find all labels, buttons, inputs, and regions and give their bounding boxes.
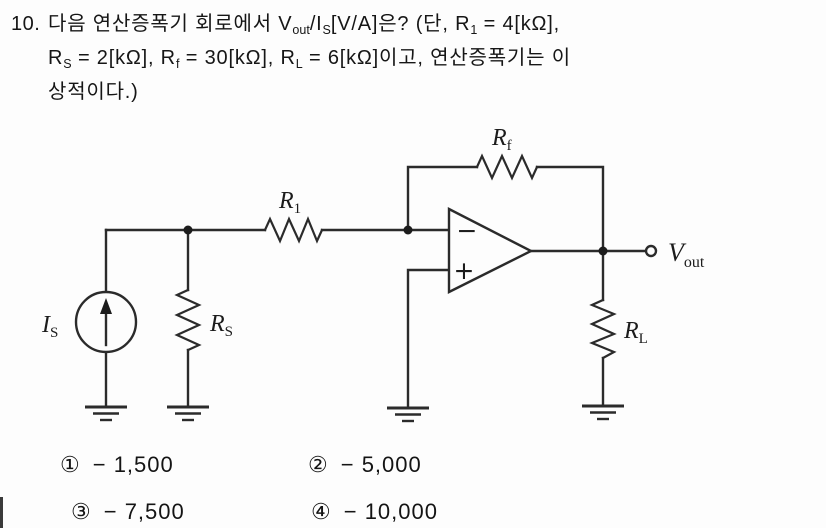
rl-label: RL [623,318,648,347]
junction-dot-output-node [598,246,608,256]
answer-option-4[interactable]: ④ − 10,000 [311,499,438,525]
option-1-marker: ① [60,452,80,477]
resistor-rl [589,298,617,360]
answer-option-2[interactable]: ② − 5,000 [308,452,422,478]
question-block: 10. 다음 연산증폭기 회로에서 Vout/IS[V/A]은? (단, R1 … [11,10,823,106]
current-source-arrowhead [100,298,112,314]
is-label: IS [41,312,58,341]
option-2-marker: ② [308,452,328,477]
wire-feedback-left [406,165,479,232]
opamp-triangle [447,207,534,294]
wire-noninverting-ground [406,268,451,410]
option-2-value: − 5,000 [340,452,422,477]
resistor-rs [174,288,202,352]
question-number: 10. [11,13,41,35]
resistor-r1 [263,216,324,244]
wire-feedback-right [535,165,605,253]
option-3-marker: ③ [71,499,91,524]
ground-rs [167,405,209,422]
question-line1: 다음 연산증폭기 회로에서 Vout/IS[V/A]은? (단, R1 = 4[… [48,13,561,37]
vout-label: Vout [668,238,705,271]
ground-noninverting [387,406,429,423]
question-line3: 상적이다.) [48,81,139,103]
rs-label: RS [209,311,233,340]
output-terminal-circle [644,244,658,258]
ground-rl [582,404,624,421]
question-line2: RS = 2[kΩ], Rf = 30[kΩ], RL = 6[kΩ]이고, 연… [48,47,571,71]
noninverting-input-marker: + [454,256,475,285]
option-4-value: − 10,000 [343,499,438,524]
r1-label: R1 [278,188,301,217]
rf-label: Rf [491,125,512,154]
answer-option-1[interactable]: ① − 1,500 [60,452,174,478]
inverting-input-marker: − [457,216,478,245]
question-text: 다음 연산증폭기 회로에서 Vout/IS[V/A]은? (단, R1 = 4[… [48,10,823,106]
resistor-rf [475,153,539,181]
opamp-circuit-diagram: − + R1 Rf RS RL [41,125,705,423]
answer-option-3[interactable]: ③ − 7,500 [71,499,185,525]
option-1-value: − 1,500 [92,452,174,477]
page-edge-scan-artifact [0,497,3,528]
junction-dot-source-node [183,225,193,235]
junction-dot-inverting-node [403,225,413,235]
ground-current-source [85,405,127,422]
option-3-value: − 7,500 [103,499,185,524]
option-4-marker: ④ [311,499,331,524]
